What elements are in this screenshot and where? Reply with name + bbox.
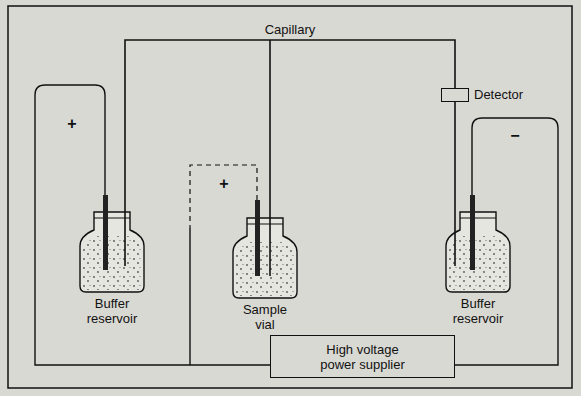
buffer-bottle xyxy=(80,212,144,292)
polarity-sign: − xyxy=(505,128,525,143)
capillary-tube xyxy=(125,40,455,266)
detector: Detector xyxy=(441,88,469,102)
polarity-sign: + xyxy=(214,176,234,191)
polarity-sign: + xyxy=(62,116,82,131)
frame xyxy=(8,6,572,388)
wire xyxy=(35,85,270,365)
electrode xyxy=(470,195,475,270)
sample-bottle xyxy=(233,218,297,298)
electrode xyxy=(255,200,260,276)
electrode xyxy=(103,195,108,270)
bottle-label: Sample vial xyxy=(235,302,295,332)
capillary-label: Capillary xyxy=(245,22,335,37)
detector-label: Detector xyxy=(474,87,523,102)
wire xyxy=(189,228,190,365)
bottle-label: Buffer reservoir xyxy=(72,296,152,326)
wire xyxy=(455,118,558,365)
detector-box xyxy=(441,88,469,102)
power-supply-box: High voltage power supplier xyxy=(270,335,455,378)
box-label: High voltage power supplier xyxy=(308,342,418,372)
bottle-label: Buffer reservoir xyxy=(438,296,518,326)
capillary-tube xyxy=(269,40,271,276)
dashed-wire xyxy=(190,165,257,228)
